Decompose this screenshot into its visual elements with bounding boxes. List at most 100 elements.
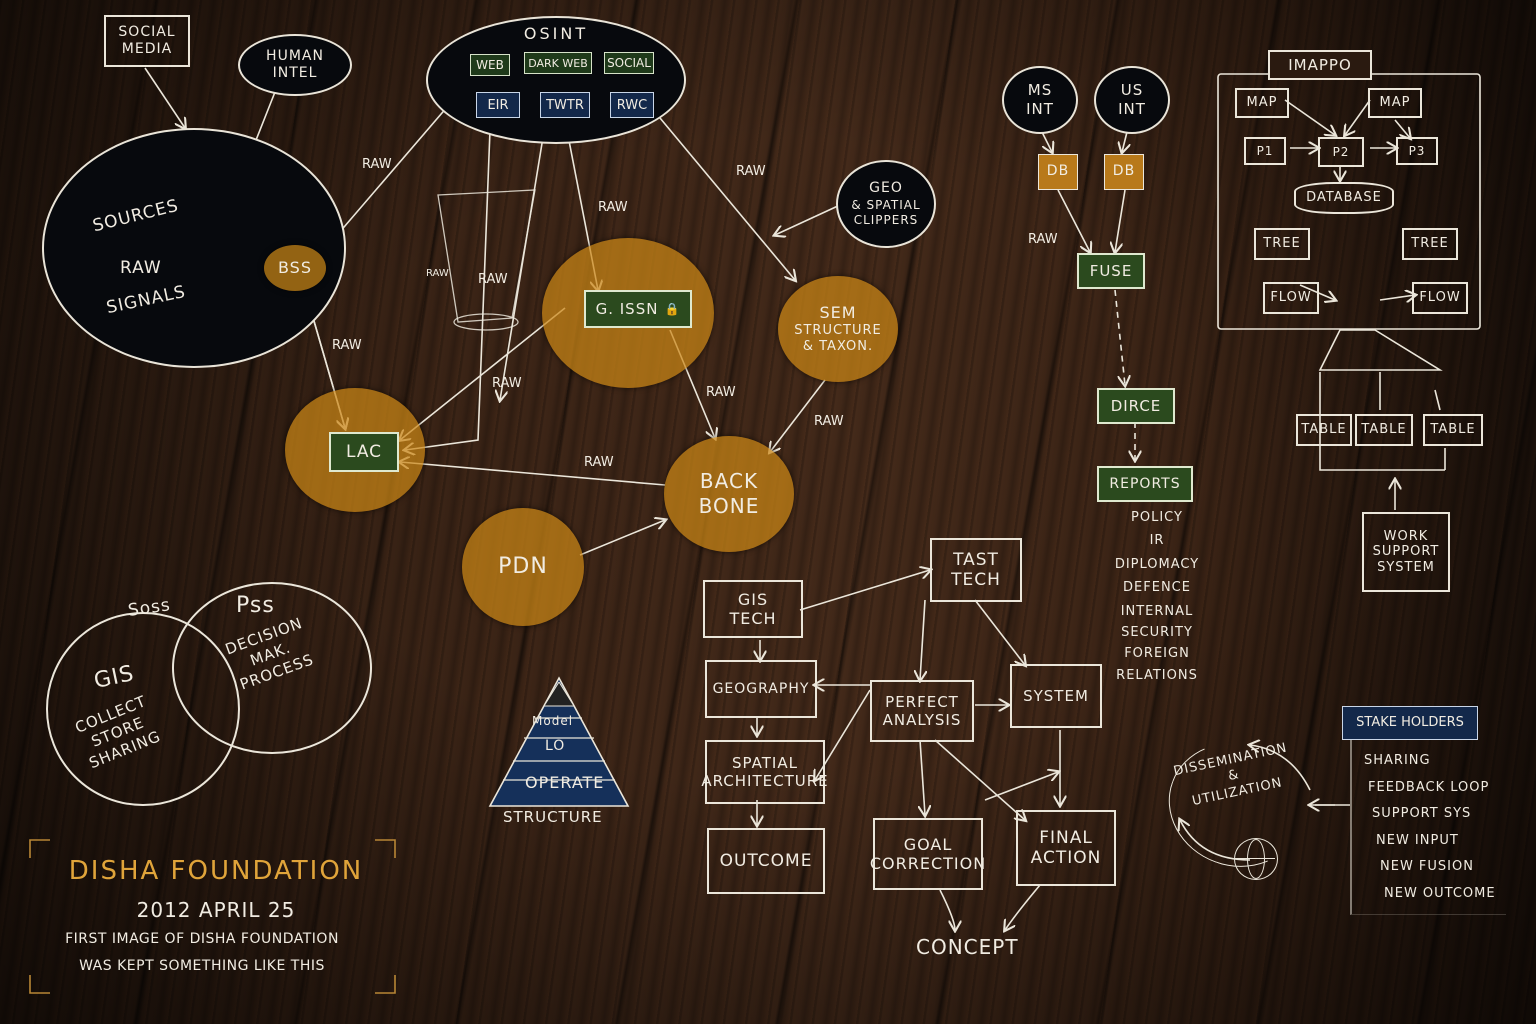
bss-node: BSS	[264, 245, 326, 291]
imappo-table-1: Table	[1296, 414, 1352, 446]
stakeholder-item: Sharing	[1364, 753, 1431, 768]
raw-edge-label: Raw	[1028, 232, 1058, 247]
fuse-box: Fuse	[1077, 253, 1145, 289]
imappo-flow-left: Flow	[1263, 282, 1319, 314]
pyramid-caption: Structure	[503, 808, 603, 826]
osint-tag-twtr: TWTR	[540, 92, 590, 118]
human-intel-label: Human Intel	[266, 47, 324, 82]
pyramid-operate: Operate	[525, 773, 605, 792]
osint-tag-social: Social	[604, 52, 654, 74]
imappo-tree-right: Tree	[1402, 228, 1458, 260]
spatial-label: & Spatial	[851, 197, 921, 212]
taxon-label: & Taxon.	[802, 339, 874, 354]
lac-node: LAC	[285, 388, 425, 512]
imappo-table-2: Table	[1355, 414, 1413, 446]
osint-tag-dark-web: Dark Web	[524, 52, 592, 74]
osint-title: OSINT	[523, 24, 589, 43]
system-box: System	[1010, 664, 1102, 728]
venn-right-circle	[172, 582, 372, 754]
imappo-database: Database	[1294, 182, 1394, 214]
us-int-node: US INT	[1094, 66, 1170, 134]
imappo-map-right: Map	[1368, 88, 1422, 118]
raw-edge-label: Raw	[706, 385, 736, 400]
report-item-relations: Relations	[1116, 667, 1198, 683]
sem-node: Sem Structure & Taxon.	[778, 276, 898, 382]
human-intel-node: Human Intel	[238, 34, 352, 96]
db-box-ms: DB	[1038, 154, 1078, 190]
stakeholder-item: Feedback Loop	[1368, 779, 1490, 795]
imappo-flow-right: Flow	[1412, 282, 1468, 314]
report-item-internal: Internal	[1120, 603, 1194, 619]
backbone-node: Back Bone	[664, 436, 794, 552]
db-box-us: DB	[1104, 154, 1144, 190]
imappo-title: IMAPPO	[1268, 50, 1372, 80]
raw-edge-label: Raw	[332, 338, 362, 353]
lac-box: LAC	[329, 432, 399, 472]
ms-int-node: MS INT	[1002, 66, 1078, 134]
report-items: Policy IR Diplomacy Defence Internal Sec…	[1112, 506, 1202, 685]
caption-line-1: First image of Disha Foundation	[65, 931, 339, 947]
venn-pss-label: Pss	[236, 593, 275, 618]
gis-tech-box: GIS Tech	[703, 580, 803, 638]
imappo-map-left: Map	[1235, 88, 1289, 118]
perfect-analysis-box: Perfect Analysis	[870, 680, 974, 742]
us-int-label: US INT	[1118, 81, 1146, 118]
imappo-p1: P1	[1244, 137, 1286, 165]
sem-label: Sem	[819, 302, 857, 322]
osint-node: OSINT Web Dark Web Social EIR TWTR RWC	[426, 16, 686, 144]
report-item-diplomacy: Diplomacy	[1114, 556, 1200, 572]
concept-label: Concept	[916, 935, 1019, 959]
goal-correction-box: Goal Correction	[870, 818, 985, 890]
bss-label: BSS	[277, 258, 312, 277]
tast-tech-box: Tast Tech	[930, 538, 1022, 602]
caption-title: Disha Foundation	[68, 856, 364, 886]
stakeholder-item: New Input	[1376, 832, 1459, 848]
imappo-p2: P2	[1318, 137, 1364, 167]
outcome-box: Outcome	[707, 828, 825, 894]
g-issn-node: G. ISSN 🔒	[542, 238, 714, 388]
stakeholder-item: Support Sys	[1372, 806, 1472, 821]
report-item-ir: IR	[1149, 533, 1165, 549]
caption-line-2: was kept something like this	[79, 958, 325, 974]
pyramid-lo: Lo	[545, 738, 566, 754]
dirce-box: Dirce	[1097, 388, 1175, 424]
pdn-node: PDN	[462, 508, 584, 626]
pyramid-model: Model	[532, 714, 574, 728]
reports-box: Reports	[1097, 466, 1193, 502]
db-label: DB	[1112, 163, 1136, 180]
db-label: DB	[1046, 163, 1070, 180]
raw-edge-label: Raw	[362, 157, 392, 172]
report-item-foreign: Foreign	[1124, 646, 1190, 662]
signals-label: Signals	[104, 281, 188, 319]
pdn-label: PDN	[498, 554, 548, 580]
social-media-box: Social Media	[104, 15, 190, 67]
g-issn-label: G. ISSN	[595, 300, 659, 318]
globe-icon	[1234, 838, 1278, 880]
ms-int-label: MS INT	[1026, 81, 1054, 118]
lock-icon: 🔒	[664, 302, 681, 316]
stakeholder-item: New Fusion	[1380, 859, 1474, 874]
raw-edge-label: Raw	[814, 414, 844, 429]
raw-edge-label: Raw	[426, 268, 449, 279]
stakeholders-title-label: Stake Holders	[1356, 714, 1464, 730]
geo-node: Geo & Spatial Clippers	[836, 160, 936, 248]
raw-label: Raw	[120, 258, 162, 278]
raw-edge-label: Raw	[478, 272, 508, 287]
stakeholder-item: New Outcome	[1384, 885, 1496, 901]
work-support-system-box: Work Support System	[1362, 512, 1450, 592]
osint-tag-rwc: RWC	[610, 92, 654, 118]
structure-label: Structure	[794, 322, 882, 338]
back-label: Back	[699, 469, 759, 493]
pyramid-graphic	[488, 676, 630, 807]
spatial-architecture-box: Spatial Architecture	[701, 740, 828, 804]
raw-edge-label: Raw	[598, 200, 628, 215]
clippers-label: Clippers	[853, 212, 919, 227]
raw-edge-label: Raw	[492, 376, 522, 391]
raw-edge-label: Raw	[736, 164, 766, 179]
stakeholders-title: Stake Holders	[1342, 706, 1478, 740]
osint-tag-web: Web	[470, 54, 510, 76]
report-item-defence: Defence	[1123, 580, 1191, 596]
raw-edge-label: Raw	[584, 455, 614, 470]
g-issn-box: G. ISSN 🔒	[584, 290, 692, 328]
sources-label: Sources	[90, 195, 181, 237]
